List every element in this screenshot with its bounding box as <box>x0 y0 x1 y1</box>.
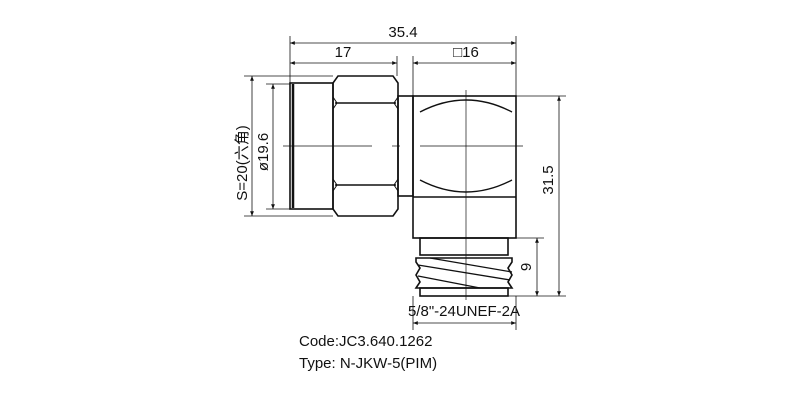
hex-nut <box>332 75 399 217</box>
dim-height-label: 31.5 <box>540 165 557 194</box>
dimension-lines <box>250 41 561 325</box>
dim-diameter-label: ø19.6 <box>255 133 272 171</box>
thread-end <box>419 287 509 297</box>
dim-hex-label: S=20(六角) <box>234 125 251 200</box>
thread <box>414 257 514 289</box>
dim-thread-spec-label: 5/8"-24UNEF-2A <box>408 303 520 320</box>
dim-front-length-label: 17 <box>335 44 352 61</box>
type-label: Type: N-JKW-5(PIM) <box>299 355 438 372</box>
dim-overall-length-label: 35.4 <box>388 24 417 41</box>
connector-body <box>289 75 517 297</box>
dim-body-square-label: □16 <box>453 44 479 61</box>
thread-collar <box>419 237 509 256</box>
right-angle-body <box>412 95 517 239</box>
dim-thread-length-label: 9 <box>518 263 535 271</box>
centerlines <box>283 90 523 300</box>
neck <box>397 95 414 197</box>
code-label: Code:JC3.640.1262 <box>299 333 433 350</box>
